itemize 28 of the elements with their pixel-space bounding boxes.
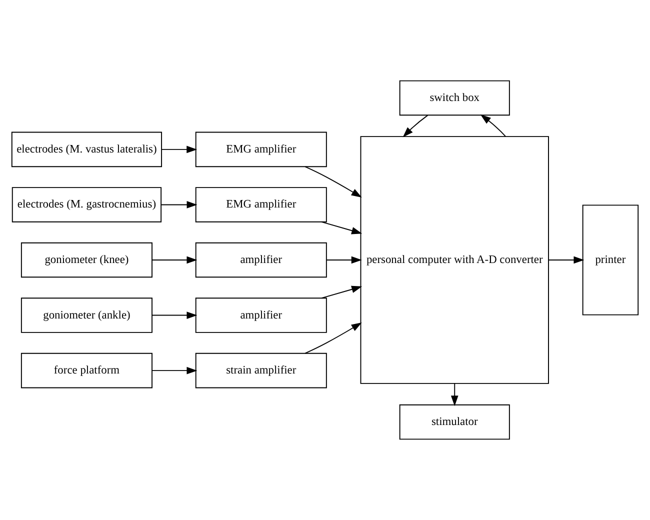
node-box: EMG amplifier — [195, 132, 327, 168]
node-box: force platform — [20, 352, 152, 388]
arrow — [304, 166, 362, 198]
node-box: printer — [582, 204, 639, 316]
arrow — [152, 312, 198, 319]
arrow — [304, 322, 362, 354]
node-box: goniometer (knee) — [20, 242, 152, 278]
arrow — [548, 256, 584, 264]
arrow — [152, 256, 198, 264]
arrow — [450, 382, 458, 406]
node-box: amplifier — [195, 242, 327, 278]
arrow — [480, 114, 506, 137]
node-box: amplifier — [195, 298, 327, 333]
node-box: electrodes (M. gastrocnemius) — [12, 187, 162, 222]
node-box: strain amplifier — [195, 352, 327, 388]
node-box: stimulator — [399, 404, 510, 440]
node-box: electrodes (M. vastus lateralis) — [11, 132, 162, 168]
arrow — [161, 146, 198, 154]
node-box: switch box — [399, 80, 510, 116]
node-box: personal computer with A-D converter — [360, 136, 549, 384]
node-box: goniometer (ankle) — [20, 298, 152, 333]
arrow — [321, 221, 362, 234]
arrow — [402, 114, 428, 138]
arrow — [326, 256, 362, 264]
arrow — [321, 286, 362, 299]
arrow — [152, 366, 198, 374]
arrow — [160, 201, 198, 208]
node-box: EMG amplifier — [195, 187, 327, 222]
